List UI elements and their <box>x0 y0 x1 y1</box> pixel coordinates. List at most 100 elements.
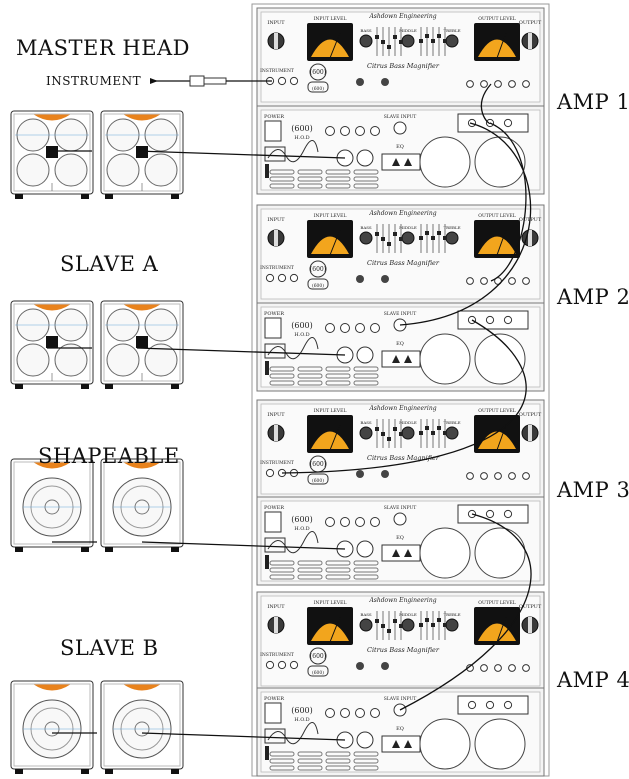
speaker-cone <box>54 343 88 377</box>
vent-slot <box>269 176 295 182</box>
cabinet-grille-frame <box>13 461 91 545</box>
cabinet-1x15 <box>10 680 94 774</box>
cabinet-1x15 <box>100 680 184 774</box>
input-level-text: INPUT LEVEL <box>314 16 347 22</box>
eq-label: TREBLE <box>443 28 460 33</box>
cabinet-4x10 <box>10 110 94 199</box>
vent-slot <box>353 751 379 757</box>
vent-slot <box>325 380 351 386</box>
eq-slider-cap <box>443 623 447 627</box>
eq-label: TREBLE <box>443 612 460 617</box>
vu-face-left <box>311 623 349 641</box>
cabinet-foot <box>105 384 113 389</box>
input-knob-pointer <box>274 33 278 49</box>
eq-slider-cap <box>393 35 397 39</box>
eq-knob <box>401 618 415 632</box>
eq-slider-cap <box>419 623 423 627</box>
cabinet-foot <box>171 547 179 552</box>
vent-slot <box>297 574 323 580</box>
cabinet-foot <box>171 194 179 199</box>
control-knob <box>370 708 380 718</box>
cabinet-grille-frame <box>103 683 181 767</box>
vent-slot <box>297 380 323 386</box>
slave-jack <box>503 700 513 710</box>
warning-label <box>381 350 421 368</box>
eq-slider-cap <box>381 237 385 241</box>
control-knob <box>355 708 365 718</box>
input-plate <box>46 146 58 158</box>
instrument-jack <box>289 660 299 670</box>
vu-needle-left <box>329 424 341 451</box>
vu-face-left <box>311 431 349 449</box>
output-level-text: OUTPUT LEVEL <box>478 213 515 219</box>
eq-text: EQ <box>396 535 404 541</box>
speaker-cone <box>106 153 140 187</box>
instrument-jack <box>277 273 287 283</box>
amp-3-label: AMP 3 <box>557 478 629 502</box>
jack-plug-icon <box>189 75 205 87</box>
speaker-cone <box>16 153 50 187</box>
eq-slider-cap <box>375 35 379 39</box>
fx-knob <box>356 662 364 670</box>
cabinet-1x15 <box>10 458 94 552</box>
cabinet-4x10 <box>10 300 94 389</box>
warning-label <box>381 544 421 562</box>
vu-needle-right <box>496 424 507 451</box>
fx-knob <box>381 470 389 478</box>
power-text: POWER <box>264 114 284 120</box>
eq-knob <box>359 618 373 632</box>
vu-face-left <box>311 39 349 57</box>
cabinet-foot <box>105 769 113 774</box>
cabinet-foot <box>171 384 179 389</box>
cooling-fan <box>419 718 471 770</box>
output-jack <box>480 472 488 480</box>
watts-text: (600) <box>291 515 313 524</box>
eq-slider-cap <box>425 231 429 235</box>
eq-slider-cap <box>425 618 429 622</box>
logo-badge-text: (600) <box>312 477 324 484</box>
warning-triangle <box>404 740 412 748</box>
vent-slot <box>325 169 351 175</box>
vent-slot <box>353 169 379 175</box>
control-knob <box>340 323 350 333</box>
speaker-cone <box>144 343 178 377</box>
speaker-cable <box>52 732 346 741</box>
vent-slot <box>325 574 351 580</box>
vent-slot <box>269 373 295 379</box>
eq-label: BASS <box>360 420 371 425</box>
model-text: Citrus Bass Magnifier <box>367 454 440 462</box>
slave-b-label: SLAVE B <box>60 636 159 660</box>
eq-slider-cap <box>381 432 385 436</box>
logo-watts-text: (600) <box>310 69 326 76</box>
cabinet-logo <box>33 462 71 469</box>
vent-slot <box>325 176 351 182</box>
vent-slot <box>353 574 379 580</box>
logo-badge-text: (600) <box>312 669 324 676</box>
watts-text: (600) <box>291 321 313 330</box>
instrument-jack <box>277 660 287 670</box>
watts-text: (600) <box>291 124 313 133</box>
cabinet-logo <box>123 684 161 691</box>
eq-slider-cap <box>393 427 397 431</box>
control-knob <box>325 708 335 718</box>
cabinet-grille-frame <box>13 683 91 767</box>
instrument-jack-text: INSTRUMENT <box>260 652 294 658</box>
master-head-label: MASTER HEAD <box>16 36 191 60</box>
vent-slot <box>353 183 379 189</box>
amp-2-label: AMP 2 <box>557 285 629 309</box>
vu-face-right <box>478 623 516 641</box>
eq-slider-cap <box>443 431 447 435</box>
vent-slot <box>297 176 323 182</box>
logo-watts-text: (600) <box>310 653 326 660</box>
eq-label: MIDDLE <box>399 612 417 617</box>
eq-slider-cap <box>393 232 397 236</box>
output-jack <box>480 80 488 88</box>
vent-slot <box>297 373 323 379</box>
brand-text: Ashdown Engineering <box>368 597 436 604</box>
output-knob-pointer <box>528 617 532 633</box>
input-plate <box>46 336 58 348</box>
vent-slot <box>269 758 295 764</box>
